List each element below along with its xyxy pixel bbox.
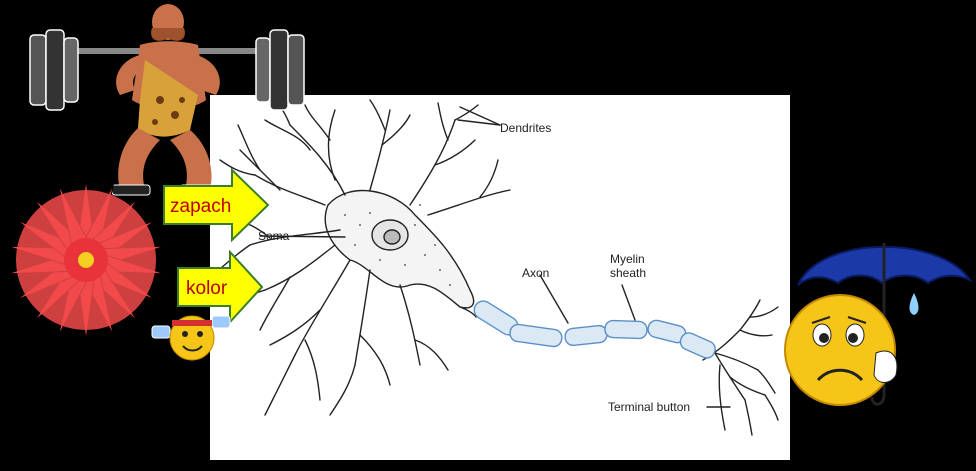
- label-axon: Axon: [522, 266, 550, 280]
- label-terminal-button: Terminal button: [608, 400, 691, 414]
- arrow-label-zapach: zapach: [170, 196, 232, 217]
- arrow-label-kolor: kolor: [186, 278, 228, 299]
- smiley-dumbbell-clipart: [150, 308, 232, 364]
- arrow-kolor: [174, 249, 266, 325]
- sad-smiley-umbrella-clipart: [780, 235, 976, 425]
- label-myelin-1: Myelin: [610, 252, 645, 266]
- neuron-diagram: Dendrites Soma Axon Myelin sheath Termin…: [210, 95, 790, 460]
- label-dendrites: Dendrites: [500, 121, 552, 135]
- arrow-zapach: [160, 167, 272, 243]
- label-myelin-2: sheath: [610, 266, 647, 280]
- neuron-drawing: [214, 99, 779, 436]
- label-soma: Soma: [258, 229, 290, 243]
- flower-clipart: [2, 172, 174, 350]
